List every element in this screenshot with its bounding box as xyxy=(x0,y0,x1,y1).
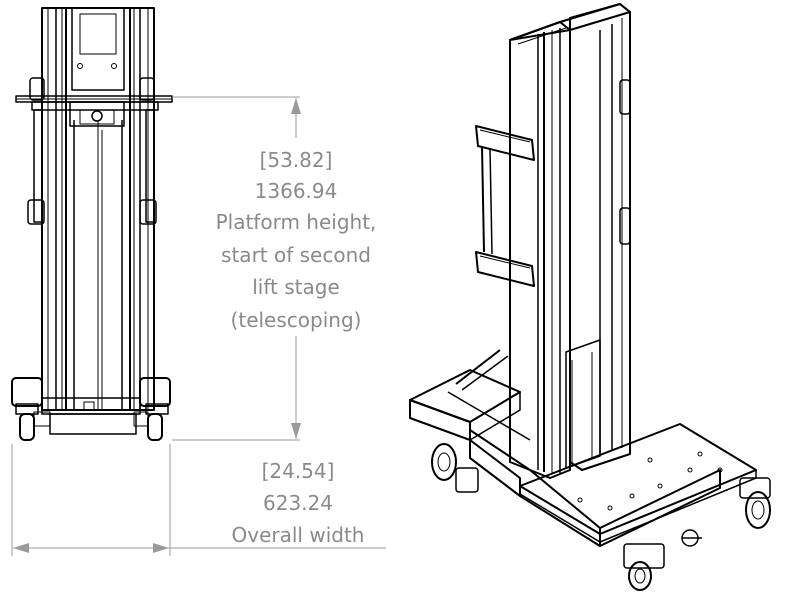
arrow-left-icon xyxy=(13,543,29,553)
width-label: Overall width xyxy=(232,523,365,547)
iso-base xyxy=(409,349,721,547)
width-mm-value: 623.24 xyxy=(263,491,333,515)
iso-handles xyxy=(475,125,535,287)
arrow-right-icon xyxy=(153,543,169,553)
arrow-down-icon xyxy=(291,423,301,439)
iso-mast-front xyxy=(509,3,631,479)
isometric-view xyxy=(409,3,771,591)
height-label-line-3: lift stage xyxy=(252,275,340,299)
front-handles xyxy=(27,77,157,225)
height-inch-value: [53.82] xyxy=(260,148,333,172)
width-inch-value: [24.54] xyxy=(262,459,335,483)
height-dimension: [53.82] 1366.94 Platform height, start o… xyxy=(172,96,377,441)
height-mm-value: 1366.94 xyxy=(255,179,338,203)
arrow-up-icon xyxy=(291,98,301,114)
front-platform xyxy=(15,95,173,127)
width-dimension: [24.54] 623.24 Overall width xyxy=(11,444,386,556)
height-label-line-4: (telescoping) xyxy=(231,308,362,332)
height-label-line-1: Platform height, xyxy=(216,210,377,234)
front-mast xyxy=(41,7,155,411)
iso-platform xyxy=(519,423,757,543)
front-view xyxy=(11,7,173,441)
iso-casters xyxy=(431,443,771,591)
front-base xyxy=(11,377,171,441)
height-label-line-2: start of second xyxy=(221,243,371,267)
